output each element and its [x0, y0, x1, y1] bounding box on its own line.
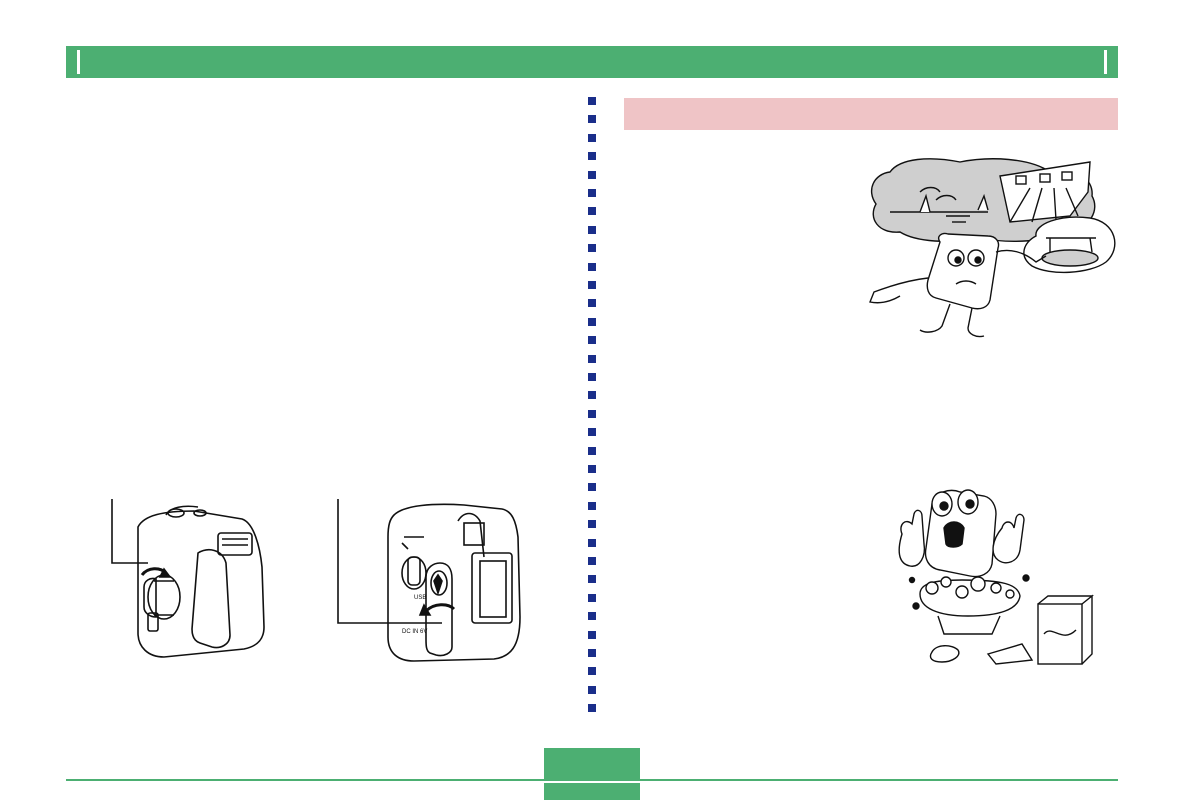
divider-dot — [588, 483, 596, 492]
header-bar — [66, 46, 1118, 78]
divider-dot — [588, 593, 596, 602]
divider-dot — [588, 391, 596, 400]
divider-dot — [588, 152, 596, 161]
divider-dot — [588, 299, 596, 308]
divider-dot — [588, 428, 596, 437]
divider-dot — [588, 538, 596, 547]
divider-dot — [588, 281, 596, 289]
mascot-confused-illustration — [869, 158, 1116, 338]
usb-port-label: USB — [414, 595, 426, 601]
section-heading-band — [624, 98, 1118, 130]
page-number-tab-lower — [544, 783, 640, 800]
divider-dot — [588, 704, 596, 713]
divider-dot — [588, 97, 596, 105]
divider-dot — [588, 685, 596, 694]
divider-dot — [588, 575, 596, 584]
divider-dot — [588, 133, 596, 142]
header-edge-right — [1104, 50, 1107, 74]
divider-dot — [588, 373, 596, 381]
page-number-tab — [544, 748, 640, 779]
camera-side-illustration — [111, 499, 265, 658]
divider-dot — [588, 115, 596, 124]
divider-dot — [588, 317, 596, 326]
divider-dot — [588, 244, 596, 253]
divider-dot — [588, 501, 596, 510]
divider-dot — [588, 612, 596, 621]
divider-dot — [588, 354, 596, 363]
column-divider — [586, 97, 598, 717]
divider-dot — [588, 336, 596, 345]
camera-port-illustration: USB DC IN 6V — [337, 499, 521, 662]
divider-dot — [588, 446, 596, 455]
divider-dot — [588, 667, 596, 676]
divider-dot — [588, 207, 596, 216]
divider-dot — [588, 649, 596, 657]
mascot-washing-illustration — [898, 489, 1094, 665]
divider-dot — [588, 520, 596, 529]
dc-in-label: DC IN 6V — [402, 629, 427, 635]
divider-dot — [588, 557, 596, 565]
divider-dot — [588, 409, 596, 418]
header-edge-left — [77, 50, 80, 74]
divider-dot — [588, 189, 596, 197]
divider-dot — [588, 465, 596, 473]
divider-dot — [588, 170, 596, 179]
divider-dot — [588, 630, 596, 639]
footer-rule — [66, 779, 1118, 781]
divider-dot — [588, 225, 596, 234]
divider-dot — [588, 262, 596, 271]
